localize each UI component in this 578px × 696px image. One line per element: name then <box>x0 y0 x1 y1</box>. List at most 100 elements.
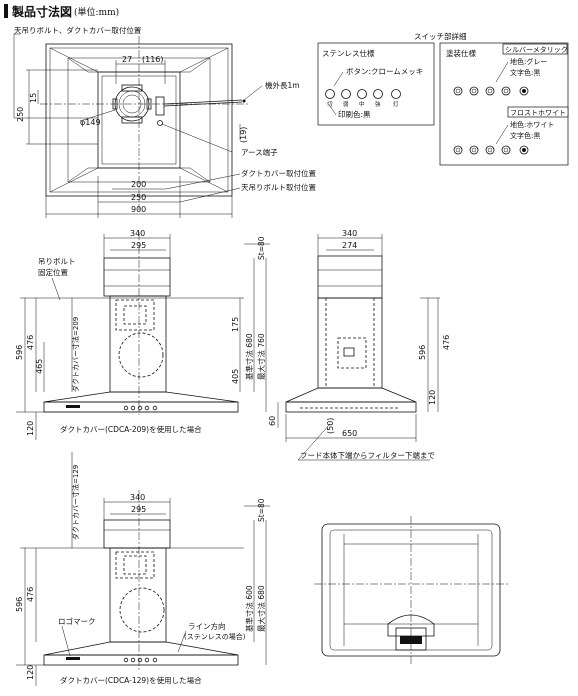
switch-low-button[interactable] <box>341 89 351 99</box>
painted-heading: 塗装仕様 <box>446 48 476 58</box>
hood-body-209 <box>43 391 239 403</box>
front209-caption: ダクトカバー(CDCA-209)を使用した場合 <box>60 424 202 434</box>
hood-body-129 <box>43 641 239 656</box>
front129-line-sub: (ステンレスの場合) <box>184 632 246 641</box>
side-dim-120: 120 <box>428 390 437 405</box>
white-btn-5[interactable] <box>519 145 529 155</box>
dim-27: 27 <box>122 55 132 64</box>
switch-detail: スイッチ部詳細 ステンレス仕様 ボタン:クロームメッキ 切 弱 中 強 灯 印刷… <box>317 31 569 166</box>
white-name: フロストホワイト <box>510 109 566 117</box>
silver-btn-3[interactable] <box>485 86 495 96</box>
front209-dim-596: 596 <box>15 345 24 360</box>
button-label-mid: 中 <box>359 100 365 108</box>
front209-bolt: 吊りボルト <box>38 257 76 266</box>
switch-mid-button[interactable] <box>357 89 367 99</box>
front129-logo: ロゴマーク <box>58 616 96 626</box>
white-btn-1[interactable] <box>453 145 463 155</box>
duct-cover-upper-129 <box>103 519 171 549</box>
earth-terminal <box>157 120 163 126</box>
front209-st80: St=80 <box>257 236 266 260</box>
switch-off-button[interactable] <box>325 89 335 99</box>
front129-dim-476: 476 <box>26 587 35 602</box>
button-label-high: 強 <box>375 100 381 108</box>
side-dim-50: (50) <box>326 418 335 434</box>
label-bolt-pos: 天吊りボルト取付位置 <box>241 182 316 192</box>
logo-mark <box>66 657 80 660</box>
dim-149: φ149 <box>80 118 101 127</box>
front209-fixed: 固定位置 <box>38 267 68 277</box>
front129-duct-range: ダクトカバー寸法=129 <box>71 465 80 540</box>
dim-200: 200 <box>131 180 146 189</box>
side-dim-340: 340 <box>342 229 357 238</box>
silver-name: シルバーメタリック <box>505 45 568 54</box>
chimney-209 <box>109 295 167 393</box>
title-marker <box>4 4 8 18</box>
side-chimney <box>317 297 383 389</box>
front209-max: 最大寸法 760 <box>256 333 266 380</box>
white-btn-4[interactable] <box>501 145 511 155</box>
front129-st80: St=80 <box>257 498 266 522</box>
side-dim-274: 274 <box>342 241 357 250</box>
silver-btn-2[interactable] <box>469 86 479 96</box>
label-bolt-duct-pos: 天吊りボルト、ダクトカバー取付位置 <box>14 25 142 35</box>
front209-dim-340: 340 <box>130 229 145 238</box>
side-hood <box>285 387 417 403</box>
stainless-print-label: 印刷色:黒 <box>338 109 371 119</box>
silver-btn-4[interactable] <box>501 86 511 96</box>
front129-caption: ダクトカバー(CDCA-129)を使用した場合 <box>60 675 202 685</box>
label-cable-length: 機外長1m <box>265 80 300 90</box>
front209-duct-range: ダクトカバー寸法=209 <box>71 317 80 392</box>
white-buttons <box>453 145 529 155</box>
front-view-209: 340 295 596 476 465 120 ダクトカバー寸法=209 175… <box>15 229 270 440</box>
stainless-heading: ステンレス仕様 <box>322 48 375 58</box>
silver-text: 文字色:黒 <box>510 68 540 77</box>
side-view: 650 340 274 596 476 120 60 (50) フード本体下端か… <box>268 229 451 461</box>
duct-cover-upper-209 <box>103 257 171 297</box>
front209-dim-295: 295 <box>131 241 146 250</box>
bottom-view <box>314 516 508 664</box>
front129-dim-596: 596 <box>15 597 24 612</box>
front129-dim-340: 340 <box>130 493 145 502</box>
dim-900: 900 <box>131 205 146 214</box>
silver-buttons <box>453 86 529 96</box>
front129-max: 最大寸法 680 <box>256 585 266 632</box>
stainless-box <box>317 42 435 126</box>
switch-panel <box>395 627 427 651</box>
side-filter-note: フード本体下端からフィルター下端まで <box>300 450 435 460</box>
front209-dim-405: 405 <box>231 369 240 384</box>
front209-dim-465: 465 <box>35 359 44 374</box>
switch-title: スイッチ部詳細 <box>414 31 467 41</box>
white-text: 文字色:黒 <box>510 131 540 140</box>
front-view-129: 340 295 596 476 120 ダクトカバー寸法=129 基準寸法 60… <box>15 452 270 686</box>
side-dim-596: 596 <box>418 345 427 360</box>
white-btn-3[interactable] <box>485 145 495 155</box>
dim-19: (19) <box>239 127 248 143</box>
dim-250: 250 <box>131 193 146 202</box>
button-label-low: 弱 <box>343 101 349 108</box>
stainless-buttons: 切 弱 中 強 灯 <box>325 89 401 108</box>
front209-dim-476: 476 <box>26 335 35 350</box>
silver-btn-1[interactable] <box>453 86 463 96</box>
side-dim-60: 60 <box>268 416 277 426</box>
painted-box <box>439 42 569 166</box>
front209-dim-175: 175 <box>231 317 240 332</box>
front209-dim-120: 120 <box>26 421 35 436</box>
title-text: 製品寸法図 <box>12 4 73 19</box>
title-unit: (単位:mm) <box>74 7 120 18</box>
switch-light-button[interactable] <box>391 89 401 99</box>
side-dim-650: 650 <box>342 429 357 438</box>
top-view: 27 (116) 250 15 φ149 (19) 200 250 900 <box>13 25 316 218</box>
page-title: 製品寸法図 (単位:mm) <box>4 3 119 19</box>
white-btn-2[interactable] <box>469 145 479 155</box>
front209-base: 基準寸法 680 <box>244 333 254 380</box>
switch-high-button[interactable] <box>373 89 383 99</box>
silver-base: 地色:グレー <box>510 57 547 66</box>
button-label-off: 切 <box>327 101 333 108</box>
front129-base: 基準寸法 600 <box>244 585 254 632</box>
side-duct-upper <box>317 255 383 299</box>
silver-btn-5[interactable] <box>519 86 529 96</box>
side-dim-476: 476 <box>442 335 451 350</box>
front129-dim-295: 295 <box>131 505 146 514</box>
